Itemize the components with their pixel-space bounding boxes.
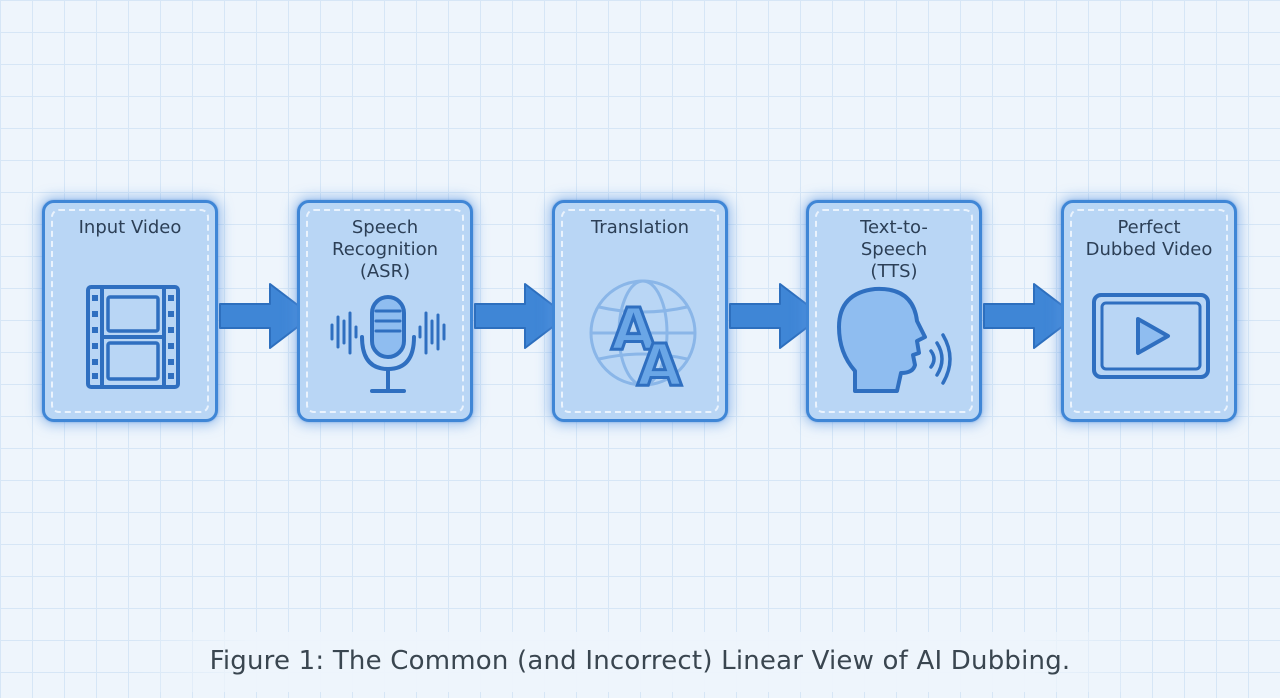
play-screen-icon	[1092, 293, 1210, 379]
dashed-inner-border	[561, 209, 719, 413]
flow-arrow	[219, 283, 313, 349]
flow-arrow	[729, 283, 823, 349]
figure-caption: Figure 1: The Common (and Incorrect) Lin…	[209, 646, 1071, 676]
film-strip-icon	[86, 285, 180, 389]
dashed-inner-border	[306, 209, 464, 413]
speaking-head-icon	[837, 286, 952, 393]
translate-globe-icon: A A	[589, 279, 697, 401]
step-label: Perfect Dubbed Video	[1085, 217, 1213, 260]
step-text-to-speech: Text-to- Speech (TTS)	[806, 200, 982, 422]
step-label: Translation	[590, 217, 690, 238]
flow-arrow	[983, 283, 1077, 349]
step-label: Text-to- Speech (TTS)	[860, 217, 928, 282]
step-speech-recognition: Speech Recognition (ASR)	[297, 200, 473, 422]
step-label: Input Video	[78, 217, 182, 238]
microphone-icon	[330, 295, 446, 393]
flow-arrow	[474, 283, 568, 349]
dashed-inner-border	[51, 209, 209, 413]
caption-background	[130, 632, 1150, 692]
step-label: Speech Recognition (ASR)	[332, 217, 438, 282]
step-translation: Translation A A	[552, 200, 728, 422]
translate-letter-source: A	[611, 295, 656, 363]
step-perfect-dubbed-video: Perfect Dubbed Video	[1061, 200, 1237, 422]
dashed-inner-border	[1070, 209, 1228, 413]
step-input-video: Input Video	[42, 200, 218, 422]
dashed-inner-border	[815, 209, 973, 413]
translate-letter-target: A	[637, 331, 682, 399]
